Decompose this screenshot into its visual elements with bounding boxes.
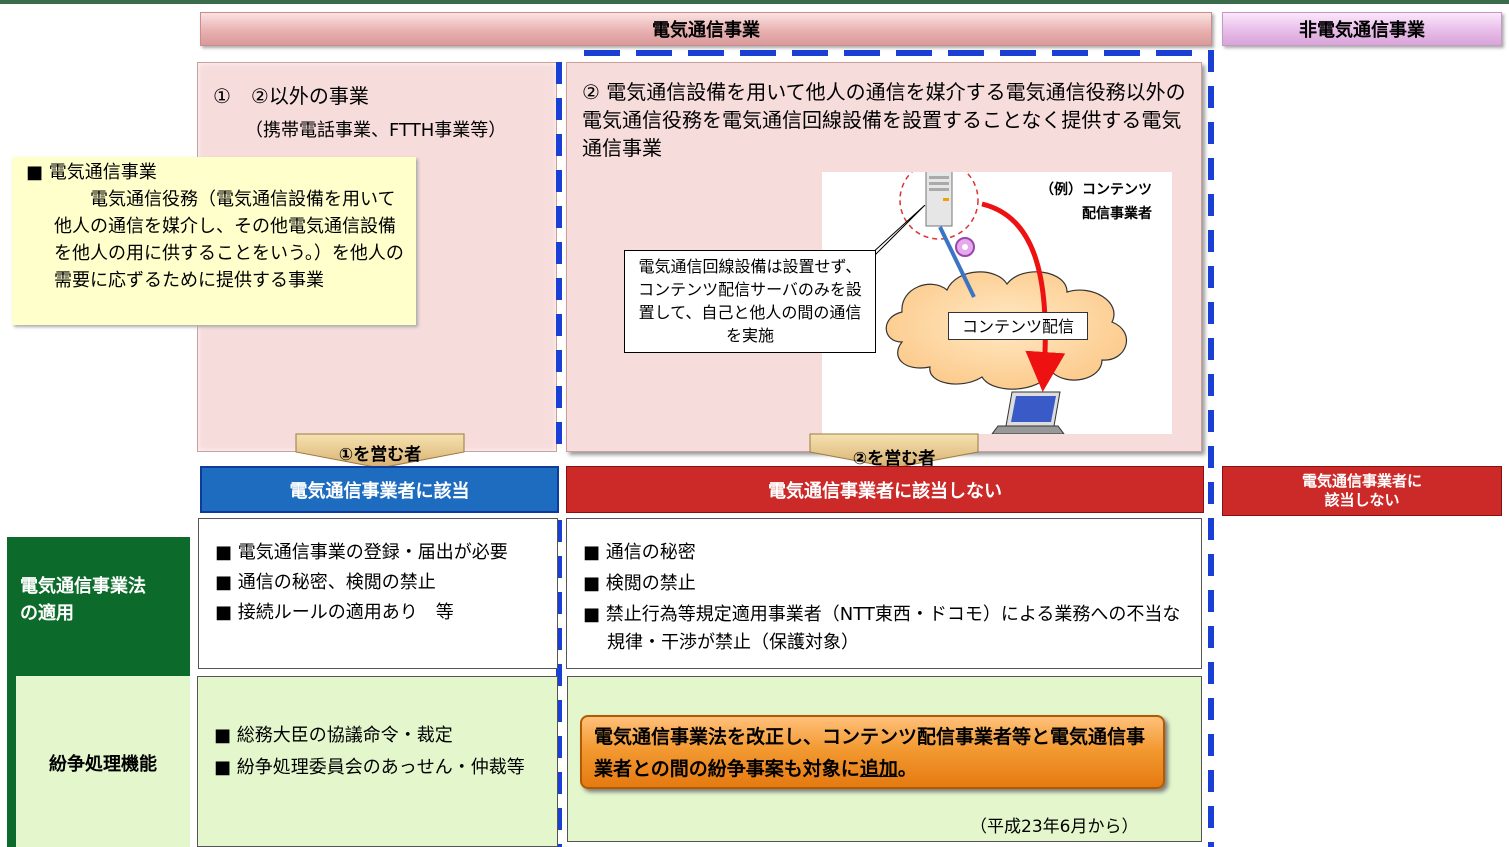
row-label-bg-dispute bbox=[16, 676, 190, 847]
law-col1-item: ■ 通信の秘密、検閲の禁止 bbox=[215, 572, 436, 593]
dashed-border-right bbox=[1208, 50, 1214, 847]
illustration-area bbox=[822, 160, 1172, 435]
panel1-subtitle: （携帯電話事業、FTTH事業等） bbox=[245, 120, 507, 141]
arrow-shape-1 bbox=[295, 433, 465, 469]
panel1-title: ① ②以外の事業 bbox=[213, 84, 369, 108]
operator2-arrow: ②を営む者 bbox=[852, 449, 936, 469]
panel2-title: ② 電気通信設備を用いて他人の通信を媒介する電気通信役務以外の電気通信役務を電気… bbox=[582, 80, 1186, 160]
definition-body: 電気通信役務（電気通信設備を用いて他人の通信を媒介し、その他電気通信設備を他人の… bbox=[54, 189, 404, 291]
law-col1-box: ■ 電気通信事業の登録・届出が必要 ■ 通信の秘密、検閲の禁止 ■ 接続ルールの… bbox=[198, 518, 558, 669]
row-label-law-line1: 電気通信事業法 bbox=[20, 576, 146, 597]
header-non-telecom-business: 非電気通信事業 bbox=[1222, 12, 1502, 46]
row-label-edge-dispute bbox=[7, 671, 16, 847]
law-col1-item: ■ 接続ルールの適用あり 等 bbox=[215, 602, 454, 623]
content-provider-label-line1: （例）コンテンツ bbox=[1040, 182, 1152, 198]
amendment-highlight: 電気通信事業法を改正し、コンテンツ配信事業者等と電気通信事業者との間の紛争事案も… bbox=[580, 715, 1165, 789]
definition-box: ■ 電気通信事業 電気通信役務（電気通信設備を用いて他人の通信を媒介し、その他電… bbox=[12, 157, 416, 325]
arrow-shape-2 bbox=[809, 433, 979, 469]
row-label-law: 電気通信事業法 の適用 bbox=[20, 573, 146, 627]
law-col2-box: ■ 通信の秘密 ■ 検閲の禁止 ■ 禁止行為等規定適用事業者（NTT東西・ドコモ… bbox=[566, 518, 1202, 669]
row-label-law-line2: の適用 bbox=[20, 603, 74, 624]
header-telecom-business: 電気通信事業 bbox=[200, 12, 1212, 46]
operator1-arrow: ①を営む者 bbox=[338, 445, 422, 465]
server-icon bbox=[925, 169, 953, 227]
law-col2-item: ■ 禁止行為等規定適用事業者（NTT東西・ドコモ）による業務への不当な規律・干渉… bbox=[583, 604, 1181, 653]
status-not-applies-line2: 該当しない bbox=[1324, 491, 1400, 509]
content-provider-label: （例）コンテンツ 配信事業者 bbox=[1040, 178, 1152, 226]
dashed-border-top bbox=[584, 50, 1212, 56]
dispute-col1-box: ■ 総務大臣の協議命令・裁定 ■ 紛争処理委員会のあっせん・仲裁等 bbox=[197, 676, 558, 847]
dispute-col1-item: ■ 紛争処理委員会のあっせん・仲裁等 bbox=[214, 757, 525, 778]
dashed-border-left-upper bbox=[556, 62, 562, 452]
callout-note: 電気通信回線設備は設置せず、コンテンツ配信サーバのみを設置して、自己と他人の間の… bbox=[624, 250, 876, 353]
amendment-emphasis: 追加 bbox=[859, 758, 898, 780]
law-col2-item: ■ 検閲の禁止 bbox=[583, 573, 696, 594]
laptop-icon bbox=[991, 391, 1065, 435]
law-col2-item: ■ 通信の秘密 bbox=[583, 542, 696, 563]
law-col1-item: ■ 電気通信事業の登録・届出が必要 bbox=[215, 542, 508, 563]
row-label-dispute: 紛争処理機能 bbox=[49, 754, 157, 775]
cloud-label: コンテンツ配信 bbox=[948, 312, 1088, 340]
amendment-end: 。 bbox=[897, 758, 917, 780]
status-not-applies: 電気通信事業者に該当しない bbox=[566, 466, 1204, 513]
definition-title: ■ 電気通信事業 bbox=[26, 162, 157, 183]
status-not-applies-non-telecom: 電気通信事業者に 該当しない bbox=[1222, 466, 1502, 516]
status-not-applies-line1: 電気通信事業者に bbox=[1301, 472, 1422, 490]
content-provider-label-line2: 配信事業者 bbox=[1082, 206, 1152, 222]
row-label-bg-law bbox=[7, 537, 190, 676]
amendment-text: 電気通信事業法を改正し、コンテンツ配信事業者等と電気通信事業者との間の紛争事案も… bbox=[594, 726, 1146, 780]
dispute-col1-item: ■ 総務大臣の協議命令・裁定 bbox=[214, 725, 453, 746]
effective-date: （平成23年6月から） bbox=[970, 817, 1139, 837]
dashed-border-left-lower bbox=[556, 520, 562, 847]
status-applies: 電気通信事業者に該当 bbox=[200, 466, 559, 513]
top-rule bbox=[0, 0, 1509, 4]
